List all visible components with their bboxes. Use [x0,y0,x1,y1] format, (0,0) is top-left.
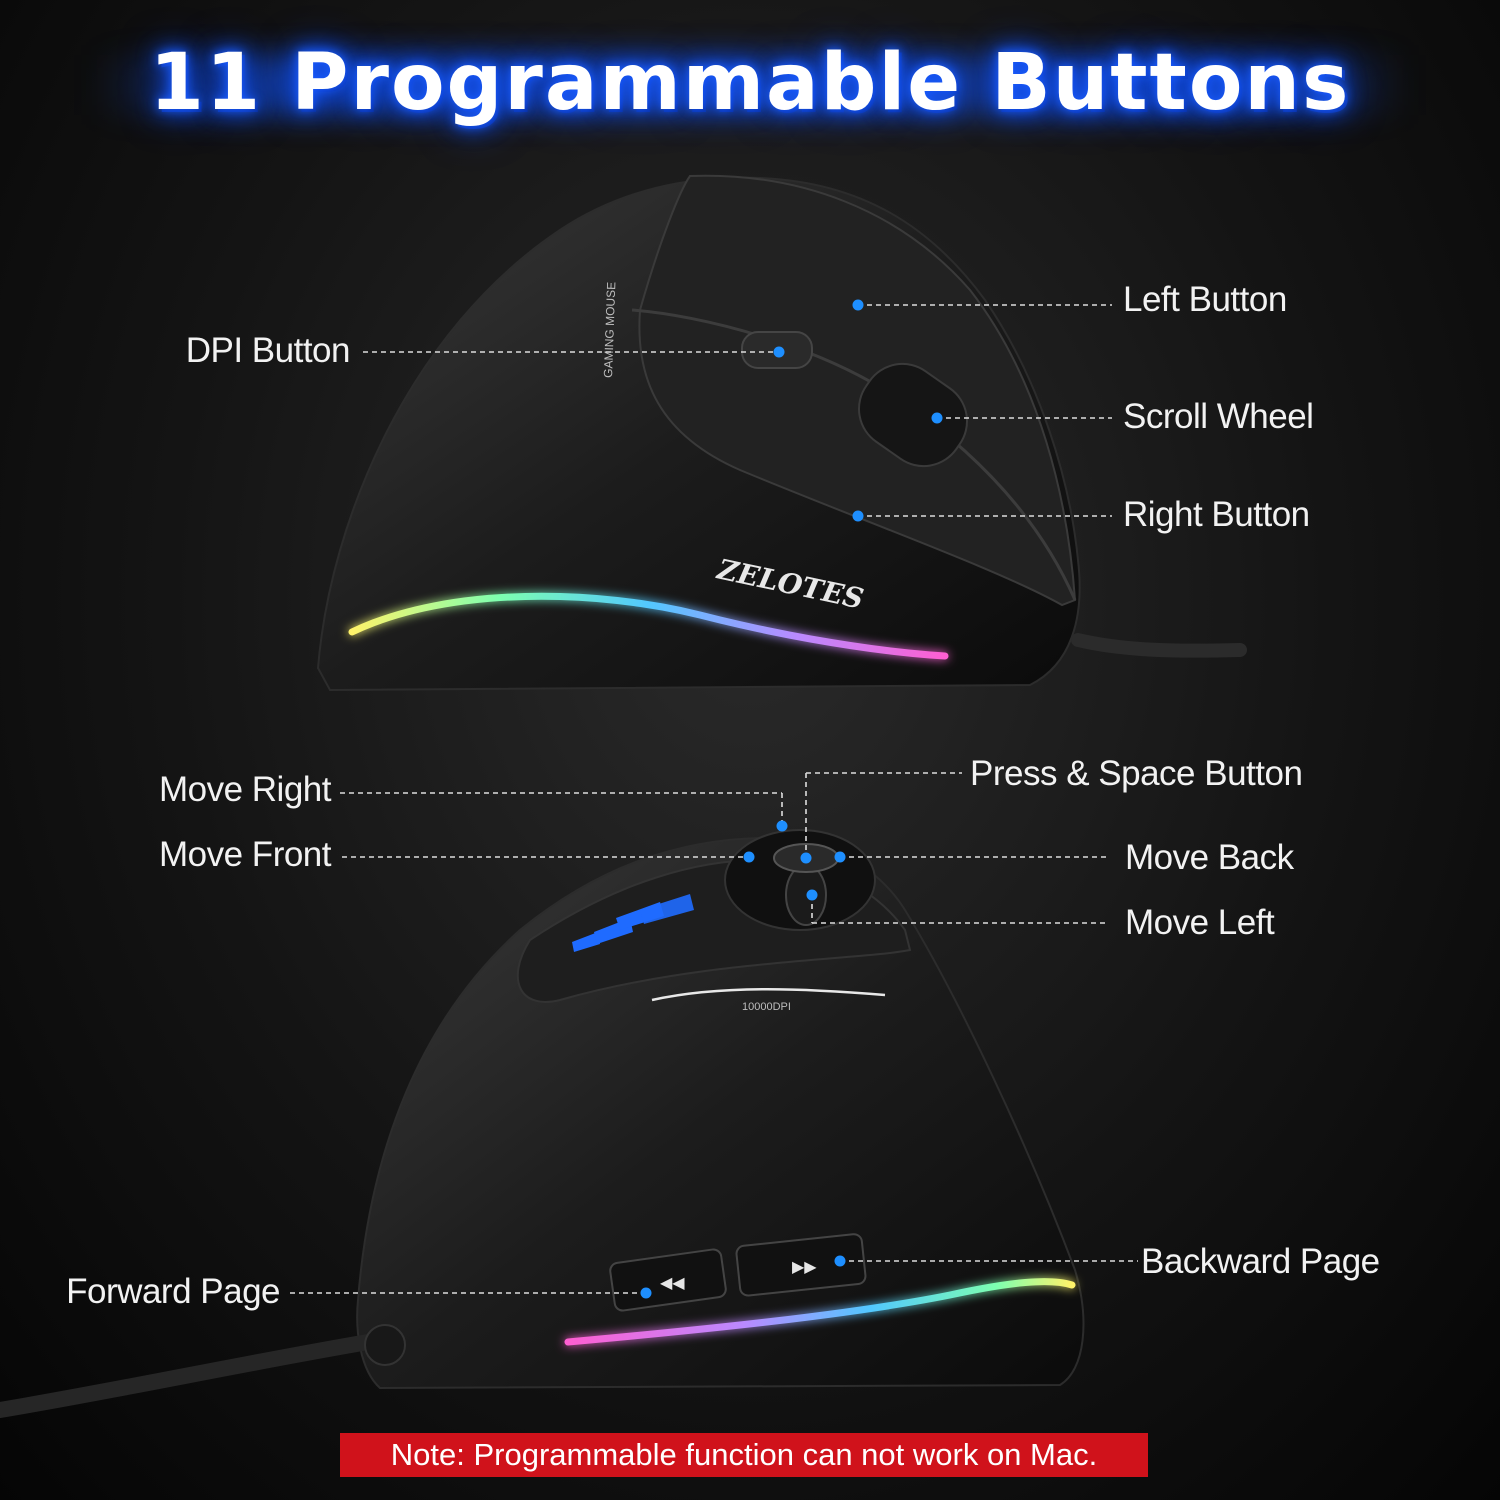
left-button-label: Left Button [1123,280,1287,319]
joystick-shape [785,864,827,926]
bottom-rgb-strip [564,1278,1076,1346]
fast-forward-icon: ▶▶ [792,1257,817,1276]
title-glow [90,55,1410,115]
backward-page-label: Backward Page [1141,1242,1380,1281]
move-right-label: Move Right [158,770,332,809]
dpi-button-label: DPI Button [185,331,351,370]
right-button-label: Right Button [1123,495,1310,534]
scroll-wheel-label: Scroll Wheel [1123,397,1314,436]
gaming-mouse-text: GAMING MOUSE [601,282,618,378]
move-back-label: Move Back [1125,838,1294,877]
mouse-cable [0,1332,388,1418]
bottom-mouse: 10000DPI ◀◀ ▶▶ [0,829,1085,1418]
leader-lines [290,304,1138,1294]
backward-page-button-shape [735,1233,867,1297]
rewind-icon: ◀◀ [660,1273,685,1292]
top-rgb-strip [348,592,949,660]
page-title: 11 Programmable Buttons [149,38,1351,128]
dpi-text: 10000DPI [742,1001,791,1013]
top-mouse: GAMING MOUSE ZELOTES [316,174,1247,692]
callout-dots [640,299,943,1299]
dpi-indicator-lights [572,894,694,952]
mac-compatibility-note: Note: Programmable function can not work… [340,1433,1148,1477]
move-front-label: Move Front [159,835,332,874]
press-space-button-label: Press & Space Button [970,754,1303,793]
move-left-label: Move Left [1125,903,1275,942]
scroll-wheel-shape [857,362,969,468]
forward-page-button-shape [609,1248,727,1312]
forward-page-label: Forward Page [66,1272,280,1311]
